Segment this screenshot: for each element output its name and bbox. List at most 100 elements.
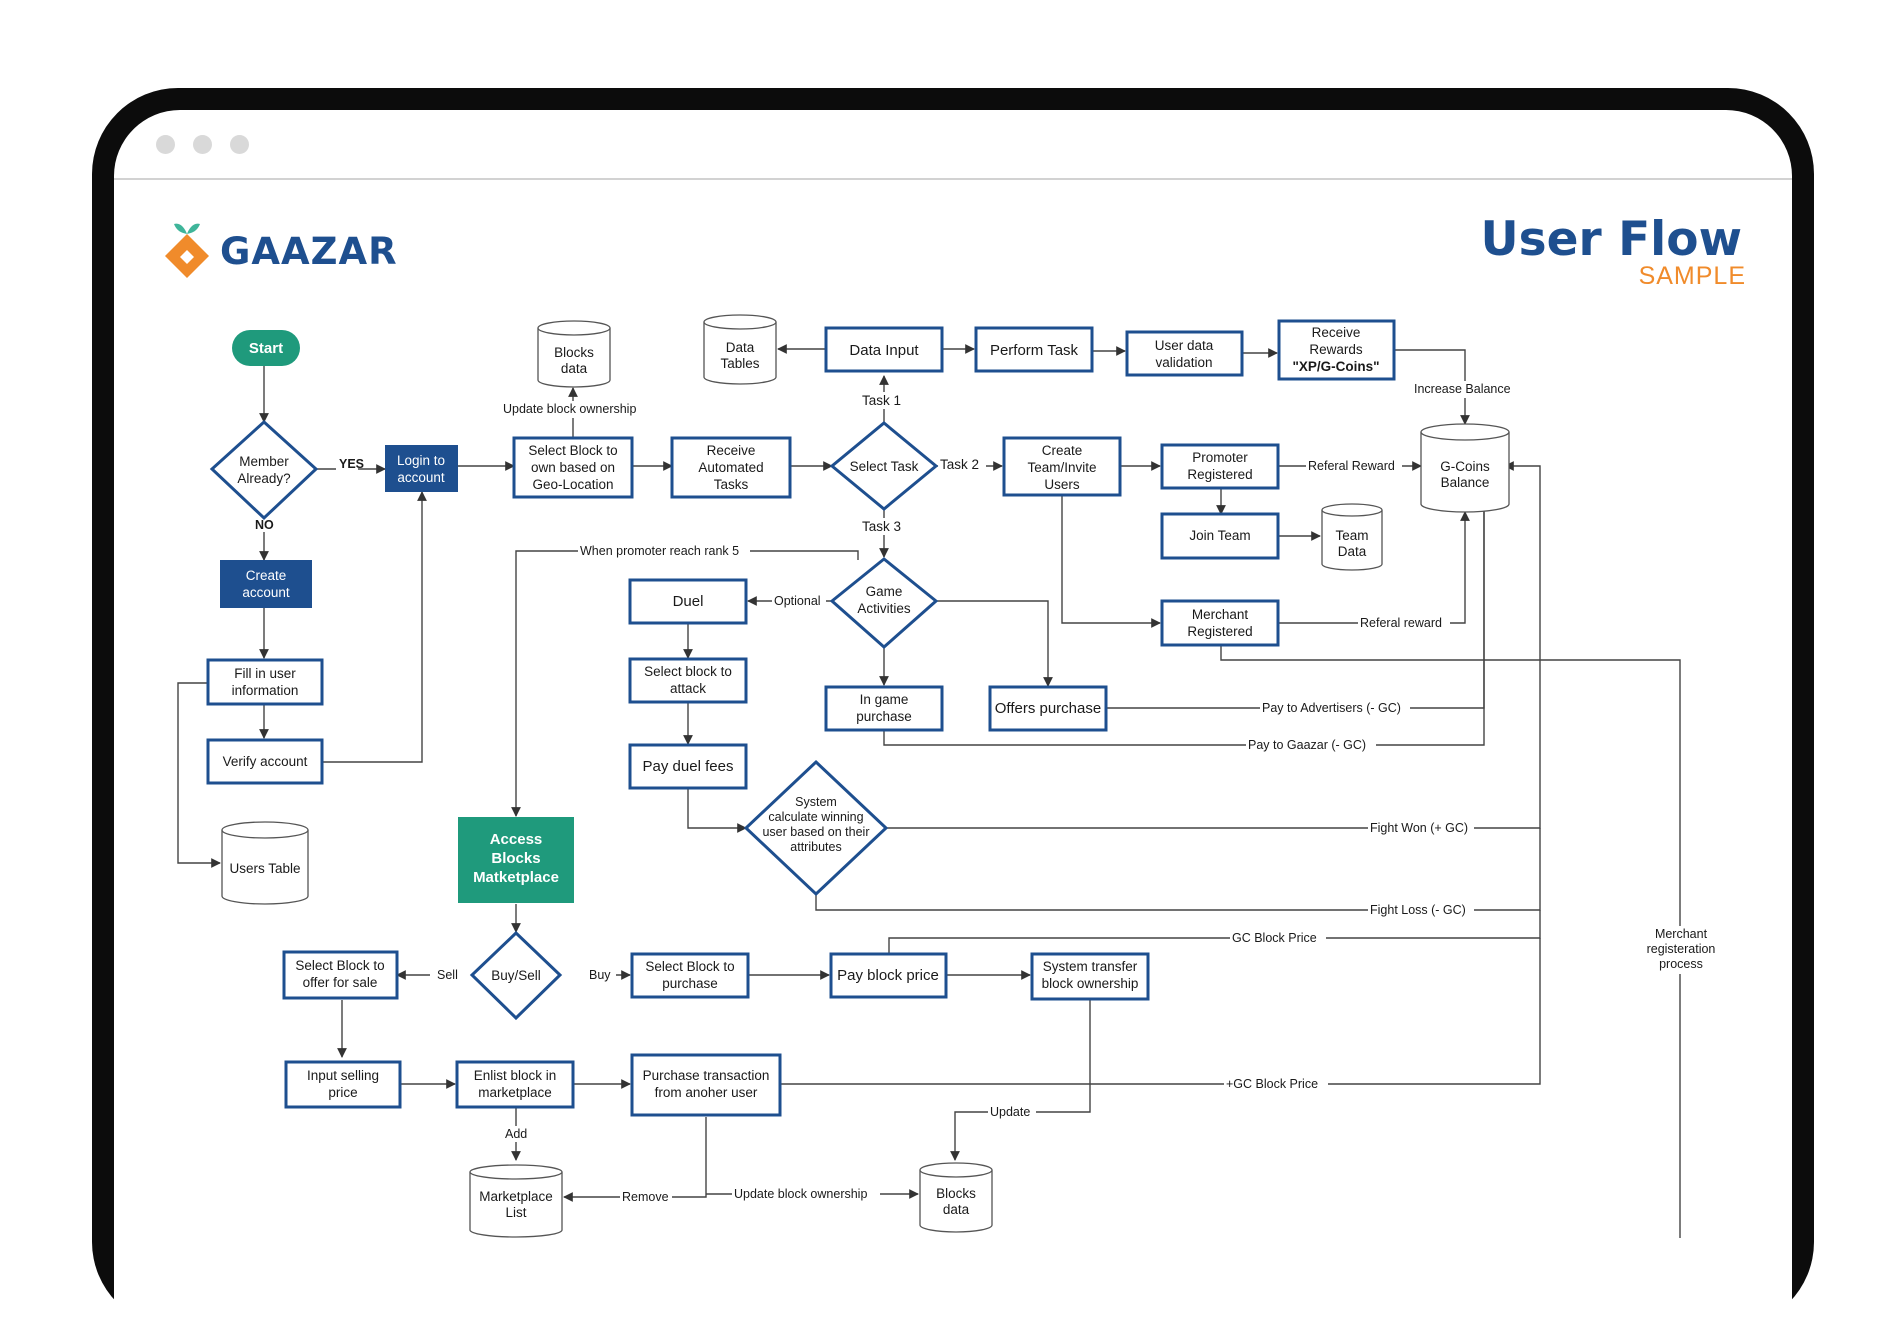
- node-access-marketplace[interactable]: [458, 817, 574, 903]
- node-purchase-transaction[interactable]: [630, 1053, 782, 1117]
- node-system-calculate-line3: user based on their: [762, 825, 869, 839]
- node-create-account[interactable]: [220, 560, 312, 608]
- node-member-already[interactable]: [209, 419, 319, 521]
- edge-label-update-ownership-top: Update block ownership: [503, 402, 636, 416]
- node-pay-block-price-label: Pay block price: [837, 967, 939, 984]
- node-data-tables[interactable]: [703, 314, 777, 385]
- node-user-validation[interactable]: [1125, 330, 1244, 377]
- node-start[interactable]: [232, 330, 300, 366]
- node-game-activities[interactable]: [829, 557, 939, 650]
- node-blocks-data-top-line2: data: [561, 361, 588, 376]
- node-select-purchase[interactable]: [630, 952, 750, 999]
- edge-merchant-gcoins: [1278, 511, 1470, 624]
- node-verify[interactable]: [206, 738, 324, 785]
- node-select-task[interactable]: [829, 421, 939, 511]
- node-marketplace-list[interactable]: [469, 1164, 563, 1238]
- node-team-data-line2: Data: [1338, 544, 1367, 559]
- node-member-already-line2: Already?: [237, 471, 290, 486]
- node-access-marketplace-line3: Matketplace: [473, 869, 559, 886]
- window-dot-maximize[interactable]: [230, 135, 249, 154]
- node-join-team-label: Join Team: [1189, 528, 1250, 543]
- node-in-game-purchase-line1: In game: [860, 692, 909, 707]
- window-dot-close[interactable]: [156, 135, 175, 154]
- node-input-price[interactable]: [284, 1060, 402, 1109]
- node-create-team-line2: Team/Invite: [1027, 460, 1096, 475]
- edge-createteam-merchant: [1061, 490, 1161, 628]
- edge-label-task1: Task 1: [862, 393, 901, 408]
- node-perform-task[interactable]: [974, 326, 1094, 373]
- edge-fight-loss: [815, 828, 1541, 911]
- edge-label-no: NO: [255, 518, 274, 532]
- node-create-account-line2: account: [242, 585, 290, 600]
- node-login[interactable]: [385, 445, 458, 492]
- node-fill-info[interactable]: [206, 658, 324, 706]
- node-access-marketplace-line2: Blocks: [491, 850, 540, 867]
- edge-label-fight-won: Fight Won (+ GC): [1370, 821, 1468, 835]
- node-receive-tasks-line1: Receive: [707, 443, 756, 458]
- node-select-block-geo-line2: own based on: [531, 460, 615, 475]
- page-title: User Flow: [1480, 212, 1742, 267]
- edge-label-add: Add: [505, 1127, 527, 1141]
- window-controls: [156, 135, 249, 154]
- node-offer-sale-line1: Select Block to: [295, 958, 384, 973]
- node-receive-rewards[interactable]: [1277, 319, 1396, 381]
- node-blocks-data-bottom-line1: Blocks: [936, 1186, 976, 1201]
- node-game-activities-line2: Activities: [857, 601, 911, 616]
- node-select-attack[interactable]: [628, 657, 748, 704]
- node-duel[interactable]: [628, 578, 748, 625]
- node-join-team[interactable]: [1160, 512, 1280, 560]
- node-system-transfer-line2: block ownership: [1042, 976, 1139, 991]
- node-purchase-transaction-line1: Purchase transaction: [643, 1068, 770, 1083]
- edge-verify-login: [322, 491, 427, 763]
- node-offers-purchase[interactable]: [988, 685, 1108, 732]
- node-blocks-data-top[interactable]: [537, 320, 611, 388]
- node-select-task-label: Select Task: [850, 459, 919, 474]
- edge-label-buy: Buy: [589, 968, 611, 982]
- window-dot-minimize[interactable]: [193, 135, 212, 154]
- node-select-attack-line1: Select block to: [644, 664, 732, 679]
- node-fill-info-line2: information: [232, 683, 299, 698]
- node-start-label: Start: [249, 340, 283, 357]
- node-pay-duel[interactable]: [628, 743, 748, 790]
- node-offer-sale[interactable]: [282, 950, 399, 1000]
- edge-label-merchant-process-2: registeration: [1647, 942, 1716, 956]
- node-create-team-line1: Create: [1042, 443, 1083, 458]
- node-blocks-data-bottom[interactable]: [919, 1162, 993, 1233]
- node-team-data[interactable]: [1321, 503, 1383, 571]
- node-receive-rewards-line2: Rewards: [1309, 342, 1363, 357]
- page-subtitle: SAMPLE: [1638, 262, 1746, 290]
- node-offers-purchase-label: Offers purchase: [995, 700, 1101, 717]
- node-gcoins-balance[interactable]: [1420, 423, 1510, 513]
- node-create-account-line1: Create: [246, 568, 287, 583]
- node-input-price-line1: Input selling: [307, 1068, 379, 1083]
- node-users-table[interactable]: [221, 821, 309, 905]
- node-promoter[interactable]: [1160, 443, 1280, 490]
- node-select-block-geo[interactable]: [512, 436, 634, 499]
- flow-nodes: Start Member Already? Login to account C…: [206, 314, 1510, 1238]
- node-enlist[interactable]: [455, 1060, 575, 1109]
- edge-label-fight-loss: Fight Loss (- GC): [1370, 903, 1466, 917]
- node-data-tables-line2: Tables: [720, 356, 759, 371]
- node-blocks-data-top-line1: Blocks: [554, 345, 594, 360]
- edge-label-increase-balance: Increase Balance: [1414, 382, 1511, 396]
- node-merchant-line2: Registered: [1187, 624, 1252, 639]
- node-receive-tasks-line2: Automated: [698, 460, 763, 475]
- node-pay-block-price[interactable]: [829, 952, 948, 999]
- node-receive-tasks[interactable]: [670, 436, 792, 499]
- node-buy-sell[interactable]: [469, 930, 563, 1021]
- edge-label-plus-gc-block-price: +GC Block Price: [1226, 1077, 1318, 1091]
- node-data-input[interactable]: [824, 326, 944, 373]
- node-system-transfer[interactable]: [1030, 952, 1150, 1001]
- node-users-table-label: Users Table: [229, 861, 300, 876]
- node-system-calculate-line1: System: [795, 795, 837, 809]
- node-in-game-purchase[interactable]: [824, 685, 944, 732]
- node-team-data-line1: Team: [1335, 528, 1368, 543]
- edge-purchase-remove: [563, 1117, 707, 1202]
- node-perform-task-label: Perform Task: [990, 342, 1079, 359]
- node-verify-label: Verify account: [223, 754, 308, 769]
- node-buy-sell-label: Buy/Sell: [491, 968, 541, 983]
- node-system-calculate[interactable]: [743, 759, 889, 897]
- node-create-team[interactable]: [1002, 436, 1122, 497]
- gaazar-logo-icon: [165, 223, 209, 278]
- node-merchant[interactable]: [1160, 599, 1280, 647]
